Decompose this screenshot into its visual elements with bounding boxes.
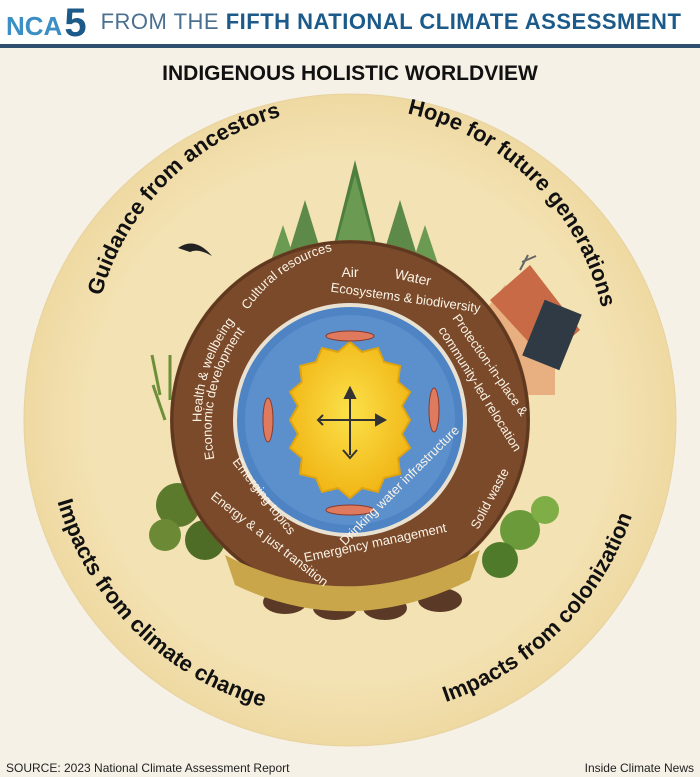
source-text: SOURCE: 2023 National Climate Assessment…: [6, 760, 290, 775]
diagram-svg: INDIGENOUS HOLISTIC WORLDVIEW Guidance f…: [23, 62, 677, 747]
salmon-icon: [262, 330, 440, 516]
header-bar: NCA 5 FROM THE FIFTH NATIONAL CLIMATE AS…: [0, 0, 700, 48]
logo-number: 5: [64, 1, 87, 45]
label-water: Water: [393, 265, 433, 288]
footer: SOURCE: 2023 National Climate Assessment…: [0, 758, 700, 777]
header-title-prefix: FROM THE: [100, 9, 220, 34]
header-title-bold: FIFTH NATIONAL CLIMATE ASSESSMENT: [225, 9, 682, 34]
nca5-logo: NCA 5: [6, 1, 87, 45]
label-air: Air: [341, 264, 358, 280]
credit-text: Inside Climate News: [584, 760, 694, 775]
arrows-cross-icon: [316, 385, 388, 460]
tree-right-illustration: [482, 496, 559, 578]
logo-text: NCA: [6, 11, 63, 41]
ground-grass: [225, 550, 480, 612]
worldview-diagram: INDIGENOUS HOLISTIC WORLDVIEW Guidance f…: [0, 48, 700, 758]
header-title: FROM THE FIFTH NATIONAL CLIMATE ASSESSME…: [101, 9, 682, 35]
diagram-title: INDIGENOUS HOLISTIC WORLDVIEW: [162, 62, 538, 85]
bird-icon: [178, 243, 212, 256]
